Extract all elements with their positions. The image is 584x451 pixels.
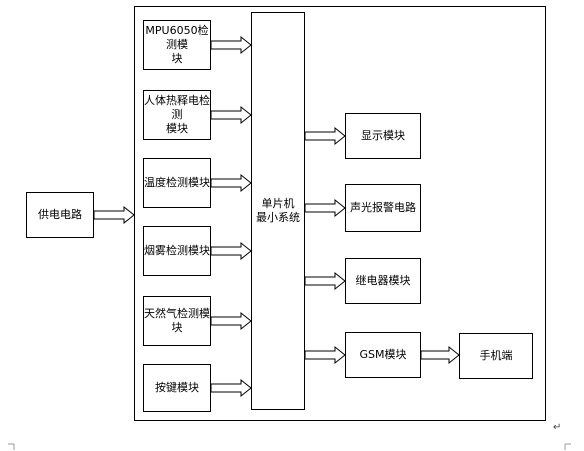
arrow-power-to-system [93, 205, 135, 225]
key-module-label: 按键模块 [155, 381, 199, 394]
phone-label: 手机端 [479, 349, 513, 362]
arrow-gas-to-mcu [210, 311, 252, 331]
gsm-module-label: GSM模块 [359, 348, 407, 361]
pir-module-box: 人体热释电检测 模块 [143, 90, 211, 140]
system-frame [134, 6, 546, 421]
relay-module-box: 继电器模块 [345, 258, 421, 304]
page-corner-marks [8, 443, 571, 450]
arrow-mpu6050-to-mcu [210, 35, 252, 55]
arrow-smoke-to-mcu [210, 241, 252, 261]
arrow-mcu-to-display [304, 126, 346, 146]
power-supply-box: 供电电路 [26, 192, 94, 238]
arrow-mcu-to-gsm [304, 345, 346, 365]
mcu-box: 单片机 最小系统 [251, 12, 305, 410]
power-supply-label: 供电电路 [38, 208, 82, 221]
temperature-module-label: 温度检测模块 [144, 176, 210, 189]
alarm-circuit-box: 声光报警电路 [345, 184, 421, 232]
mcu-label: 单片机 最小系统 [256, 197, 300, 224]
arrow-pir-to-mcu [210, 105, 252, 125]
alarm-circuit-label: 声光报警电路 [350, 201, 416, 214]
display-module-label: 显示模块 [361, 129, 405, 142]
relay-module-label: 继电器模块 [355, 274, 411, 287]
arrow-mcu-to-relay [304, 271, 346, 291]
gas-module-label: 天然气检测模块 [144, 307, 210, 334]
arrow-gsm-to-phone [420, 345, 460, 365]
smoke-module-box: 烟雾检测模块 [143, 226, 211, 276]
display-module-box: 显示模块 [345, 113, 421, 159]
mpu6050-module-box: MPU6050检测模 块 [143, 20, 211, 70]
arrow-key-to-mcu [210, 378, 252, 398]
key-module-box: 按键模块 [143, 364, 211, 412]
temperature-module-box: 温度检测模块 [143, 158, 211, 208]
mpu6050-module-label: MPU6050检测模 块 [145, 24, 209, 65]
phone-box: 手机端 [459, 333, 533, 379]
paragraph-mark: ↵ [553, 422, 562, 433]
pir-module-label: 人体热释电检测 模块 [144, 94, 210, 135]
arrow-mcu-to-alarm [304, 198, 346, 218]
arrow-temperature-to-mcu [210, 173, 252, 193]
smoke-module-label: 烟雾检测模块 [144, 244, 210, 257]
